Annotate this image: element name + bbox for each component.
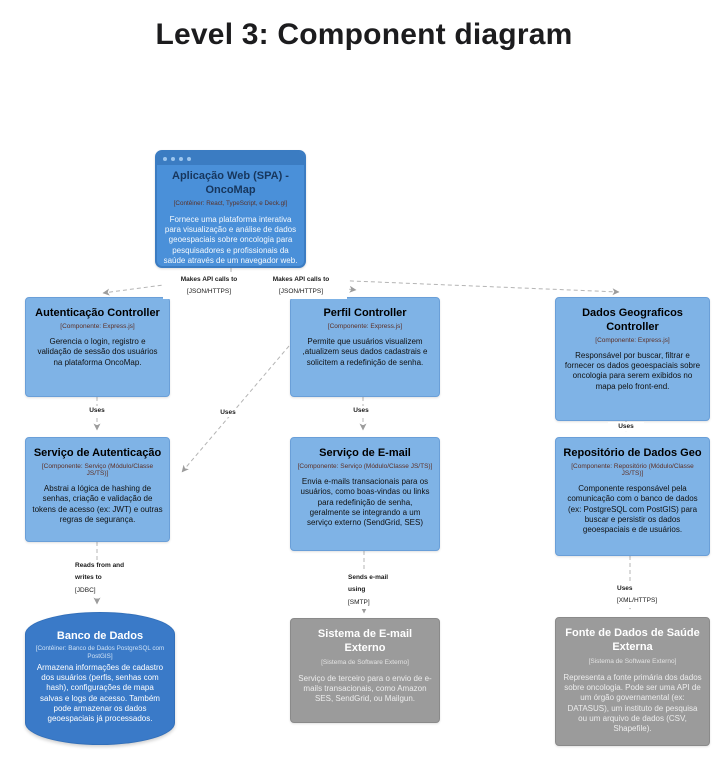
node-title: Aplicação Web (SPA) - OncoMap	[172, 170, 289, 196]
node-description: Armazena informações de cadastro dos usu…	[36, 662, 164, 724]
node-stereotype: [Componente: Serviço (Módulo/Classe JS/T…	[297, 462, 433, 470]
edge-label-uses-perfil-auth: Uses	[210, 408, 246, 417]
node-title: Repositório de Dados Geo	[563, 447, 702, 459]
edge-label-uses-email: Uses	[343, 406, 379, 415]
edge-label-line: Makes API calls to	[272, 276, 330, 283]
node-description: Responsável por buscar, filtrar e fornec…	[564, 350, 701, 391]
node-repositorio-de-dados-geo: Repositório de Dados Geo [Componente: Re…	[555, 437, 710, 556]
edge-label-line: Sends e-mail	[348, 574, 389, 581]
node-stereotype: [Contêiner: Banco de Dados PostgreSQL co…	[35, 645, 165, 661]
edge-label-line: [JDBC]	[75, 586, 96, 594]
node-dados-geograficos-controller: Dados Geograficos Controller [Componente…	[555, 297, 710, 421]
window-dot-icon	[171, 156, 175, 161]
node-title: Serviço de E-mail	[319, 447, 411, 459]
edge-label-uses-xml-https: Uses [XML/HTTPS]	[617, 583, 665, 608]
node-stereotype: [Sistema de Software Externo]	[321, 658, 409, 666]
edge-label-spa-to-auth: Makes API calls to [JSON/HTTPS]	[163, 274, 255, 299]
node-title: Sistema de E-mail Externo	[317, 628, 413, 654]
window-dot-icon	[187, 156, 191, 161]
edge-label-uses-auth: Uses	[79, 406, 115, 415]
node-description: Envia e-mails transacionais para os usuá…	[300, 476, 430, 528]
node-title: Banco de Dados	[56, 630, 144, 642]
node-fonte-de-dados-saude-externa: Fonte de Dados de Saúde Externa [Sistema…	[555, 617, 710, 746]
edge-label-line: [SMTP]	[348, 598, 370, 606]
node-title: Fonte de Dados de Saúde Externa	[565, 627, 700, 653]
node-title: Dados Geograficos Controller	[582, 307, 683, 333]
node-perfil-controller: Perfil Controller [Componente: Express.j…	[290, 297, 440, 397]
edge-label-line: [JSON/HTTPS]	[186, 288, 232, 296]
window-dot-icon	[163, 156, 167, 161]
edge-label-uses-repo: Uses	[608, 422, 644, 431]
node-description: Serviço de terceiro para o envio de e-ma…	[298, 673, 432, 704]
node-title: Autenticação Controller	[35, 307, 160, 319]
node-stereotype: [Componente: Repositório (Módulo/Classe …	[571, 462, 694, 477]
page-title: Level 3: Component diagram	[155, 18, 573, 51]
node-banco-de-dados: Banco de Dados [Contêiner: Banco de Dado…	[25, 612, 175, 745]
edge-label-sends-email-smtp: Sends e-mail using [SMTP]	[348, 572, 394, 610]
window-dot-icon	[179, 156, 183, 161]
node-stereotype: [Contêiner: React, TypeScript, e Deck.gl…	[173, 199, 288, 207]
node-servico-de-autenticacao: Serviço de Autenticação [Componente: Ser…	[25, 437, 170, 542]
node-stereotype: [Componente: Serviço (Módulo/Classe JS/T…	[41, 462, 154, 477]
edge-label-spa-to-perfil: Makes API calls to [JSON/HTTPS]	[255, 274, 347, 299]
node-sistema-de-email-externo: Sistema de E-mail Externo [Sistema de So…	[290, 618, 440, 723]
node-web-app-spa: Aplicação Web (SPA) - OncoMap [Contêiner…	[155, 150, 306, 268]
node-autenticacao-controller: Autenticação Controller [Componente: Exp…	[25, 297, 170, 397]
node-stereotype: [Componente: Express.js]	[595, 336, 670, 344]
node-servico-de-email: Serviço de E-mail [Componente: Serviço (…	[290, 437, 440, 551]
node-description: Permite que usuários visualizem ,atualiz…	[302, 336, 428, 367]
edge-label-line: using	[348, 586, 366, 594]
node-description: Abstrai a lógica de hashing de senhas, c…	[32, 483, 163, 524]
node-description: Gerencia o login, registro e validação d…	[37, 336, 158, 367]
edge-label-line: Makes API calls to	[180, 276, 238, 283]
node-title: Perfil Controller	[323, 307, 407, 319]
node-description: Fornece uma plataforma interativa para v…	[163, 214, 298, 266]
node-description: Representa a fonte primária dos dados so…	[563, 672, 702, 734]
node-stereotype: [Componente: Express.js]	[327, 322, 403, 330]
edge-label-reads-writes-jdbc: Reads from and writes to [JDBC]	[75, 560, 127, 598]
browser-chrome-bar	[157, 152, 304, 165]
edge-label-line: [JSON/HTTPS]	[278, 288, 324, 296]
node-title: Serviço de Autenticação	[33, 447, 162, 459]
edge-label-line: Uses	[617, 585, 633, 592]
edge-label-line: [XML/HTTPS]	[617, 597, 658, 605]
node-description: Componente responsável pela comunicação …	[567, 483, 698, 535]
edge-label-line: writes to	[75, 574, 102, 582]
node-stereotype: [Componente: Express.js]	[60, 322, 135, 330]
node-stereotype: [Sistema de Software Externo]	[588, 657, 677, 665]
edge-label-line: Reads from and	[75, 562, 125, 569]
